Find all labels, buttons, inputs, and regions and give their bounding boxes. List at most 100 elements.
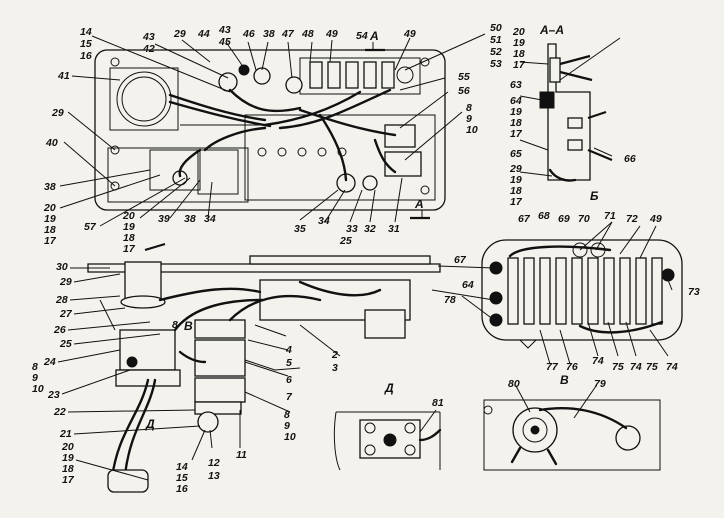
callout: 40 (45, 137, 58, 149)
callout: 10 (284, 431, 296, 443)
callout: 17 (44, 235, 57, 247)
callout: 25 (59, 338, 72, 350)
callout: 18 (510, 185, 522, 197)
view-d-detail (333, 411, 442, 471)
callout: 41 (57, 70, 70, 82)
callout: 10 (32, 383, 44, 395)
callout: 64 (510, 95, 522, 107)
callout: 43 (218, 24, 231, 36)
callout: 29 (59, 276, 72, 288)
callout: 18 (510, 117, 522, 129)
callout: 49 (649, 213, 662, 225)
callout: 11 (236, 449, 247, 461)
callout: 9 (32, 372, 38, 384)
callout: 21 (59, 428, 72, 440)
callouts-view-v: 80 79 (508, 378, 606, 390)
callout: 3 (332, 362, 338, 374)
callout: 8 (284, 409, 290, 421)
callout: 65 (510, 148, 522, 160)
callouts-section-aa: 20 19 18 17 63 64 19 18 17 65 66 29 19 1… (509, 26, 636, 208)
callout: 38 (263, 28, 275, 40)
lower-main-assembly (87, 242, 441, 493)
callout: 38 (184, 213, 196, 225)
callout: 53 (490, 58, 502, 70)
callout: 48 (301, 28, 314, 40)
callout: 31 (388, 223, 400, 235)
callout: 74 (592, 355, 604, 367)
relay-stack (194, 319, 246, 415)
callout: 54 (356, 30, 368, 42)
section-mark-top: А (369, 29, 379, 43)
callout: 26 (53, 324, 66, 336)
callout: 17 (510, 128, 523, 140)
callout: 78 (444, 294, 456, 306)
callout: 63 (510, 79, 522, 91)
view-b-fuse-block (481, 239, 683, 349)
callout: 5 (286, 357, 292, 369)
callout: 20 (43, 202, 56, 214)
callout: 57 (84, 221, 97, 233)
callout: 19 (44, 213, 56, 225)
callout: 7 (286, 391, 293, 403)
view-d-arrow-label: Д (145, 417, 155, 431)
callout: 69 (558, 213, 570, 225)
callout: 52 (490, 46, 502, 58)
callout: 47 (281, 28, 295, 40)
callout: 20 (512, 26, 525, 38)
callout: 29 (51, 107, 64, 119)
callout: 66 (624, 153, 636, 165)
callout: 29 (509, 163, 522, 175)
callout: 74 (666, 361, 678, 373)
callout: 19 (513, 37, 525, 49)
section-aa-label: А–А (539, 23, 564, 37)
view-v-arrow-label: В (184, 319, 193, 333)
view-v-label: В (560, 373, 569, 387)
callout: 17 (123, 243, 136, 255)
callout: 35 (294, 223, 306, 235)
callout: 29 (173, 28, 186, 40)
top-fuse-row (299, 57, 421, 95)
callout: 39 (158, 213, 170, 225)
callout: 73 (688, 286, 700, 298)
callout: 30 (56, 261, 68, 273)
callout: 8 (172, 319, 178, 331)
callout: 68 (538, 210, 550, 222)
callout: 79 (594, 378, 606, 390)
top-panel-assembly (94, 42, 446, 220)
callout: 18 (513, 48, 525, 60)
callout: 33 (346, 223, 358, 235)
callout: 75 (612, 361, 624, 373)
callout: 23 (47, 389, 60, 401)
callout: 15 (176, 472, 188, 484)
callout: 20 (61, 441, 74, 453)
callout: 17 (510, 196, 523, 208)
view-v-detail (483, 399, 661, 471)
callout: 67 (518, 213, 531, 225)
callout: 4 (285, 344, 292, 356)
callouts-top-panel: 14 15 16 43 42 29 44 43 45 46 38 47 48 4… (43, 22, 502, 255)
callouts-view-d: 81 (432, 397, 444, 409)
callout: 44 (197, 28, 210, 40)
section-aa-assembly (539, 43, 613, 182)
callout: 72 (626, 213, 638, 225)
callout: 24 (43, 356, 56, 368)
callout: 27 (59, 308, 73, 320)
callout: 19 (510, 174, 522, 186)
callout: 10 (466, 124, 478, 136)
callout: 15 (80, 38, 92, 50)
top-wire-harness (168, 88, 397, 182)
callout: 34 (204, 213, 216, 225)
callout: 12 (208, 457, 220, 469)
callout: 76 (566, 361, 578, 373)
callout: 32 (364, 223, 376, 235)
callout: 18 (62, 463, 74, 475)
callout: 45 (218, 36, 231, 48)
callout: 9 (466, 113, 472, 125)
callout: 81 (432, 397, 444, 409)
callout: 46 (242, 28, 255, 40)
callout: 16 (176, 483, 188, 495)
callout: 6 (286, 374, 292, 386)
callout: 74 (630, 361, 642, 373)
